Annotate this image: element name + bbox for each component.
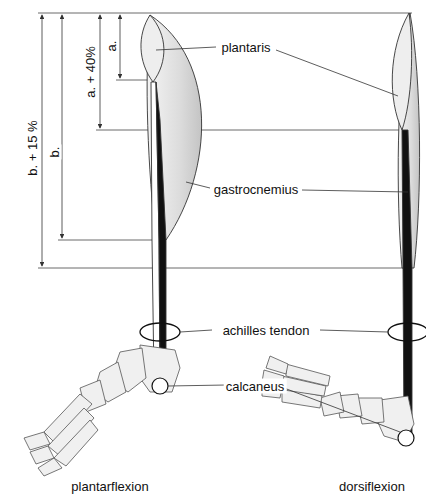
dimension-label: b. [47, 145, 62, 160]
part-label: gastrocnemius [212, 182, 301, 197]
dimension-label: a. [104, 39, 119, 54]
muscle-left [141, 15, 202, 380]
leader-lines [156, 47, 408, 432]
dimension-label: a. + 40% [83, 44, 98, 100]
tendon-rings [140, 323, 426, 341]
part-label: achilles tendon [221, 323, 312, 338]
dimension-lines [42, 15, 120, 266]
foot-bones-left [24, 345, 180, 476]
caption-label: dorsiflexion [337, 478, 407, 493]
muscle-right [392, 13, 419, 438]
reference-lines [38, 13, 412, 268]
foot-bones-right [262, 356, 414, 446]
part-label: plantaris [219, 40, 272, 55]
part-label: calcaneus [224, 379, 287, 394]
dimension-label: b. + 15 % [25, 118, 40, 177]
caption-label: plantarflexion [69, 478, 150, 493]
